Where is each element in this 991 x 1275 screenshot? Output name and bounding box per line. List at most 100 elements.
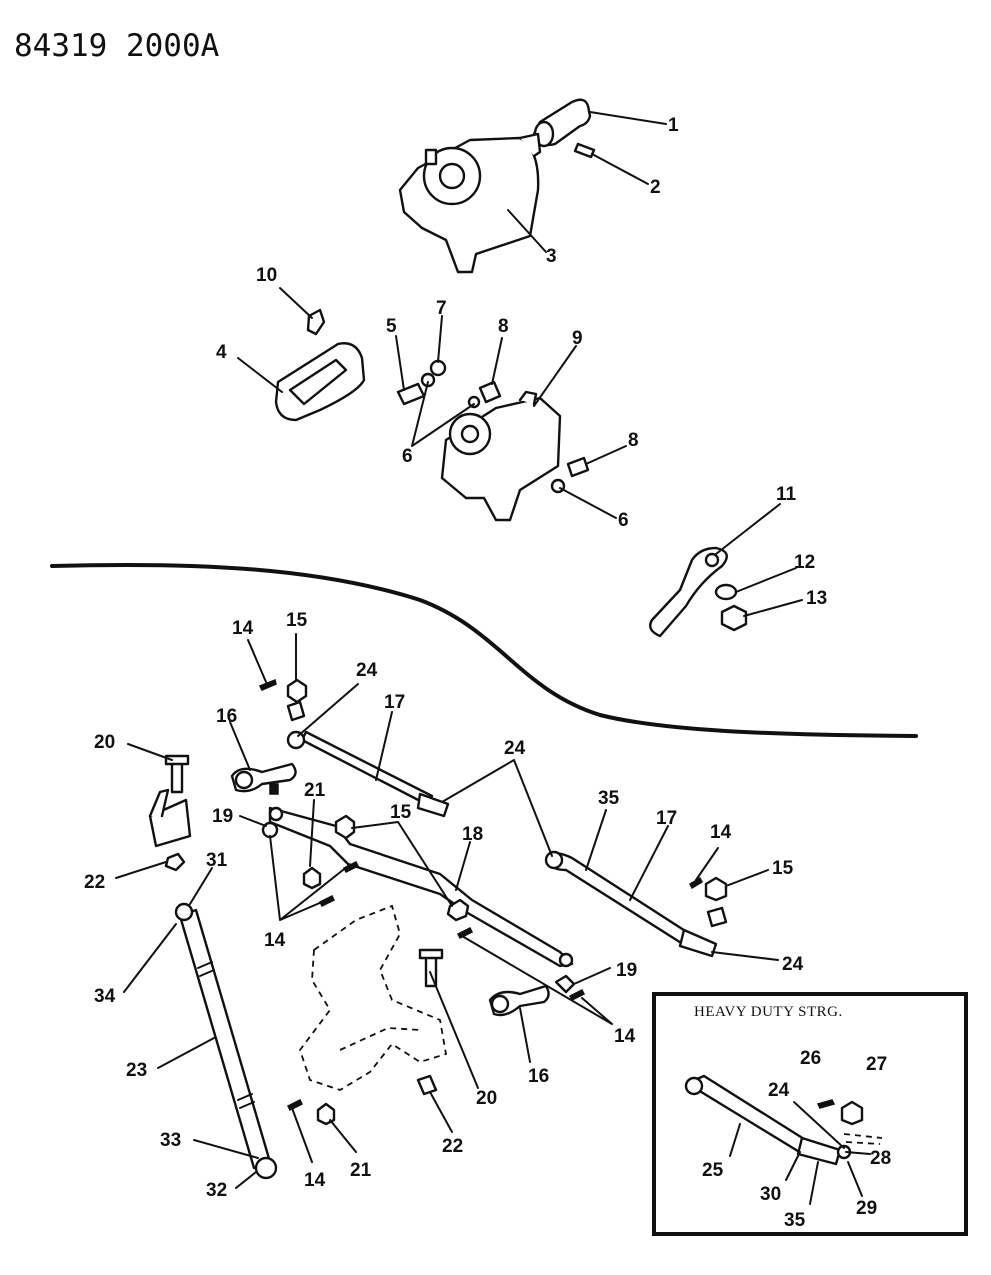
nut-19b (554, 974, 576, 994)
part-17b-tie-rod (544, 850, 718, 958)
callout-17b: 17 (656, 808, 677, 829)
part-18-center-link (268, 806, 574, 968)
callout-12: 12 (794, 552, 815, 573)
cotter-pin-14f (568, 988, 586, 1002)
cotter-pin-26 (816, 1099, 836, 1109)
callout-8b: 8 (628, 430, 639, 451)
nut-22b (416, 1074, 438, 1096)
callout-3: 3 (546, 246, 557, 267)
callout-16b: 16 (528, 1066, 549, 1087)
callout-21b: 21 (350, 1160, 372, 1181)
callout-26: 26 (800, 1048, 821, 1069)
part-3-steering-gear (398, 132, 542, 274)
callout-7: 7 (436, 298, 447, 319)
callout-35b: 35 (784, 1210, 806, 1231)
part-1-steering-coupling (532, 98, 592, 148)
nut-cage-15a (286, 700, 306, 722)
cotter-pin-14d (456, 926, 474, 940)
idler-bracket (148, 788, 192, 848)
callout-2: 2 (650, 177, 661, 198)
callout-15c: 15 (772, 858, 794, 879)
callout-20b: 20 (476, 1088, 497, 1109)
callout-1: 1 (668, 115, 679, 136)
part-8b-bolt (566, 456, 590, 478)
callout-14d: 14 (614, 1026, 636, 1047)
part-23-steering-damper (174, 902, 278, 1180)
callout-numbers: 1 2 3 10 5 7 8 9 4 6 8 6 11 12 13 14 15 … (84, 115, 891, 1231)
part-20a-bolt (164, 754, 190, 794)
callout-14b: 14 (710, 822, 732, 843)
cotter-pin-14g (286, 1098, 304, 1112)
nut-21a (302, 866, 322, 890)
cotter-pin-14a (258, 678, 277, 691)
part-5-stud (396, 382, 426, 406)
part-9-power-steering-gear (440, 390, 562, 522)
callout-17a: 17 (384, 692, 405, 713)
callout-34: 34 (94, 986, 116, 1007)
callout-11: 11 (776, 484, 797, 505)
callout-32: 32 (206, 1180, 227, 1201)
callout-14a: 14 (232, 618, 254, 639)
nut-15c (446, 898, 470, 922)
frame-outline-dashed (298, 904, 448, 1091)
part-17a-tie-rod (286, 730, 450, 818)
part-16a-idler-arm (230, 762, 297, 795)
leader-lines (115, 111, 871, 1205)
section-divider-curve (50, 562, 918, 738)
part-16b-idler-arm (488, 984, 550, 1017)
heavy-duty-steering-inset: HEAVY DUTY STRG. (652, 992, 968, 1236)
callout-31: 31 (206, 850, 228, 871)
callout-4: 4 (216, 342, 227, 363)
part-12-lock-washer (714, 583, 738, 601)
part-20b-bolt (418, 948, 444, 988)
callout-6a: 6 (402, 446, 413, 467)
callout-29: 29 (856, 1198, 877, 1219)
callout-15b: 15 (390, 802, 412, 823)
cotter-pin-14c (318, 894, 336, 908)
nut-cage-15d (706, 906, 728, 928)
part-2-pin (573, 142, 596, 159)
inset-title: HEAVY DUTY STRG. (694, 1004, 843, 1020)
callout-24a: 24 (356, 660, 378, 681)
part-13-nut (720, 604, 748, 632)
callout-5: 5 (386, 316, 397, 337)
callout-21a: 21 (304, 780, 326, 801)
callout-20a: 20 (94, 732, 115, 753)
callout-30: 30 (760, 1184, 781, 1205)
callout-28: 28 (870, 1148, 891, 1169)
part-11-pitman-arm (649, 546, 728, 638)
callout-15a: 15 (286, 610, 308, 631)
callout-25: 25 (702, 1160, 724, 1181)
part-10-bolt (306, 308, 326, 336)
callout-9: 9 (572, 328, 583, 349)
part-8-bolt (478, 380, 502, 404)
cotter-pin-14b (342, 860, 360, 874)
callout-10: 10 (256, 265, 277, 286)
callout-16a: 16 (216, 706, 237, 727)
callout-24d: 24 (768, 1080, 790, 1101)
callout-24b: 24 (504, 738, 526, 759)
nut-15d (704, 876, 728, 902)
callout-35a: 35 (598, 788, 620, 809)
part-4-mounting-bracket (274, 342, 366, 422)
diagram-code: 84319 2000A (14, 28, 220, 64)
callout-19b: 19 (616, 960, 637, 981)
nut-15a (286, 678, 308, 704)
callout-24c: 24 (782, 954, 804, 975)
callout-6b: 6 (618, 510, 629, 531)
callout-27: 27 (866, 1054, 887, 1075)
callout-22b: 22 (442, 1136, 463, 1157)
callout-23: 23 (126, 1060, 147, 1081)
nut-27 (840, 1100, 864, 1126)
nut-15b (334, 814, 356, 840)
callout-13: 13 (806, 588, 827, 609)
callout-8a: 8 (498, 316, 509, 337)
callout-14c: 14 (264, 930, 286, 951)
part-7-nut (429, 359, 447, 377)
callout-18: 18 (462, 824, 483, 845)
callout-19a: 19 (212, 806, 233, 827)
callout-14e: 14 (304, 1170, 326, 1191)
callout-33: 33 (160, 1130, 181, 1151)
nut-22a (164, 852, 186, 872)
